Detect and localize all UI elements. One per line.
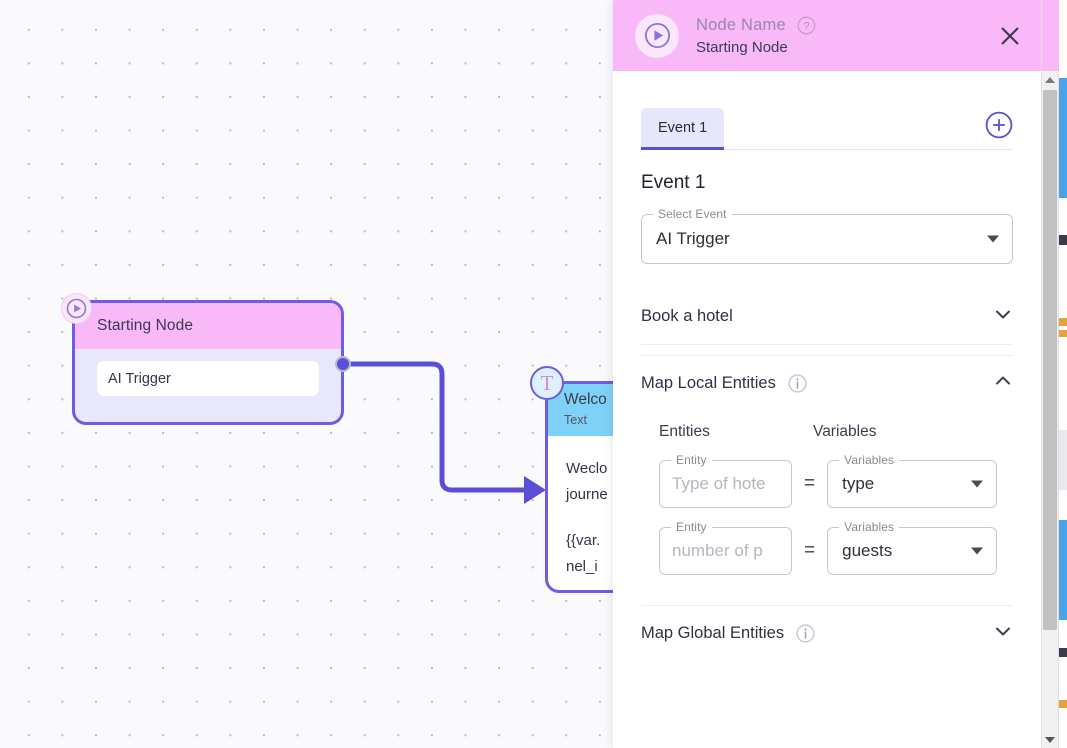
panel-subtitle: Starting Node — [696, 38, 788, 56]
node-title: Welco — [564, 391, 607, 408]
node-trigger-card[interactable]: AI Trigger — [97, 361, 319, 396]
entity-legend: Entity — [671, 520, 712, 534]
variable-legend: Variables — [839, 453, 900, 467]
spacer — [566, 508, 613, 528]
entity-input[interactable]: Entity number of p — [659, 520, 792, 575]
map-local-rows: Entity Type of hote = Variables type Ent… — [641, 453, 1013, 575]
accordion-map-local-entities[interactable]: Map Local Entities — [641, 355, 1013, 411]
variable-dropdown[interactable]: Variables type — [827, 453, 998, 508]
scroll-down-arrow-icon[interactable] — [1042, 731, 1058, 748]
flow-node-text[interactable]: Welco Text Weclo journe {{var. nel_i — [545, 381, 613, 593]
text-t-icon: T — [530, 366, 564, 400]
node-body: Weclo journe {{var. nel_i — [548, 436, 613, 580]
sliver-accent — [1059, 78, 1067, 198]
entity-variable-row: Entity Type of hote = Variables type — [659, 453, 1013, 508]
entity-variable-row: Entity number of p = Variables guests — [659, 520, 1013, 575]
panel-body: Event 1 Event 1 Select Event AI Trigger … — [613, 71, 1041, 748]
variable-legend: Variables — [839, 520, 900, 534]
scrollbar-header-fill — [1042, 0, 1059, 71]
accordion-label: Map Global Entities — [641, 624, 785, 642]
variable-value: guests — [842, 541, 893, 560]
tab-event-1[interactable]: Event 1 — [641, 107, 725, 150]
sliver-accent — [1059, 700, 1067, 708]
entity-placeholder: number of p — [672, 541, 763, 560]
edge-connector — [340, 361, 546, 504]
sliver-accent — [1059, 430, 1067, 490]
background-panel-sliver — [1058, 0, 1067, 748]
node-text-line: journe — [566, 486, 608, 503]
scrollbar-thumb[interactable] — [1043, 90, 1057, 630]
entity-placeholder: Type of hote — [672, 474, 766, 493]
sliver-accent — [1059, 520, 1067, 620]
entity-legend: Entity — [671, 453, 712, 467]
column-header-entities: Entities — [659, 423, 710, 440]
info-circle-icon[interactable] — [796, 624, 815, 643]
close-icon[interactable] — [995, 21, 1025, 51]
select-event-dropdown[interactable]: Select Event AI Trigger — [641, 207, 1013, 264]
flow-canvas[interactable]: Starting Node AI Trigger Welco Text Wecl… — [0, 0, 613, 748]
info-circle-icon[interactable] — [788, 374, 807, 393]
variable-dropdown[interactable]: Variables guests — [827, 520, 998, 575]
event-tabs: Event 1 — [641, 107, 1013, 150]
variable-value: type — [842, 474, 875, 493]
play-circle-icon — [61, 293, 92, 324]
sliver-accent — [1059, 318, 1067, 326]
sliver-accent — [1059, 330, 1067, 337]
node-text-line: Weclo — [566, 460, 608, 477]
panel-header: Node Name ? Starting Node — [613, 0, 1041, 71]
node-settings-panel: Node Name ? Starting Node — [613, 0, 1041, 748]
event-heading: Event 1 — [641, 172, 706, 193]
chevron-down-icon — [993, 304, 1013, 329]
node-title: Starting Node — [97, 317, 194, 334]
sliver-accent — [1059, 648, 1067, 657]
node-body: AI Trigger — [75, 349, 341, 396]
plus-circle-icon[interactable] — [985, 111, 1013, 139]
accordion-map-global-entities[interactable]: Map Global Entities — [641, 605, 1013, 661]
caret-down-icon — [971, 480, 984, 488]
scroll-up-arrow-icon[interactable] — [1042, 71, 1058, 88]
flow-node-starting-node[interactable]: Starting Node AI Trigger — [72, 300, 344, 425]
equals-sign: = — [804, 540, 816, 561]
question-circle-icon[interactable]: ? — [797, 16, 816, 35]
play-circle-icon — [635, 13, 679, 58]
node-name-label: Node Name — [696, 15, 786, 34]
chevron-up-icon — [993, 371, 1013, 396]
node-text-line: {{var. — [566, 532, 601, 549]
sliver-accent — [1059, 235, 1067, 245]
map-columns-header: Entities Variables — [641, 423, 1013, 441]
column-header-variables: Variables — [813, 423, 877, 440]
accordion-label: Book a hotel — [641, 307, 733, 325]
accordion-book-a-hotel[interactable]: Book a hotel — [641, 289, 1013, 345]
entity-input[interactable]: Entity Type of hote — [659, 453, 792, 508]
panel-scrollbar[interactable] — [1041, 0, 1059, 748]
chevron-down-icon — [993, 621, 1013, 646]
tab-label: Event 1 — [658, 120, 708, 136]
caret-down-icon — [987, 235, 999, 243]
node-header: Starting Node — [75, 303, 341, 349]
node-output-handle[interactable] — [335, 356, 351, 372]
accordion-label: Map Local Entities — [641, 374, 776, 392]
select-event-legend: Select Event — [653, 207, 732, 221]
panel-header-texts: Node Name ? Starting Node — [696, 16, 995, 56]
equals-sign: = — [804, 473, 816, 494]
select-event-value: AI Trigger — [656, 229, 730, 248]
caret-down-icon — [971, 547, 984, 555]
node-subtitle: Text — [564, 413, 587, 427]
svg-text:?: ? — [803, 20, 809, 32]
node-text-line: nel_i — [566, 558, 598, 575]
